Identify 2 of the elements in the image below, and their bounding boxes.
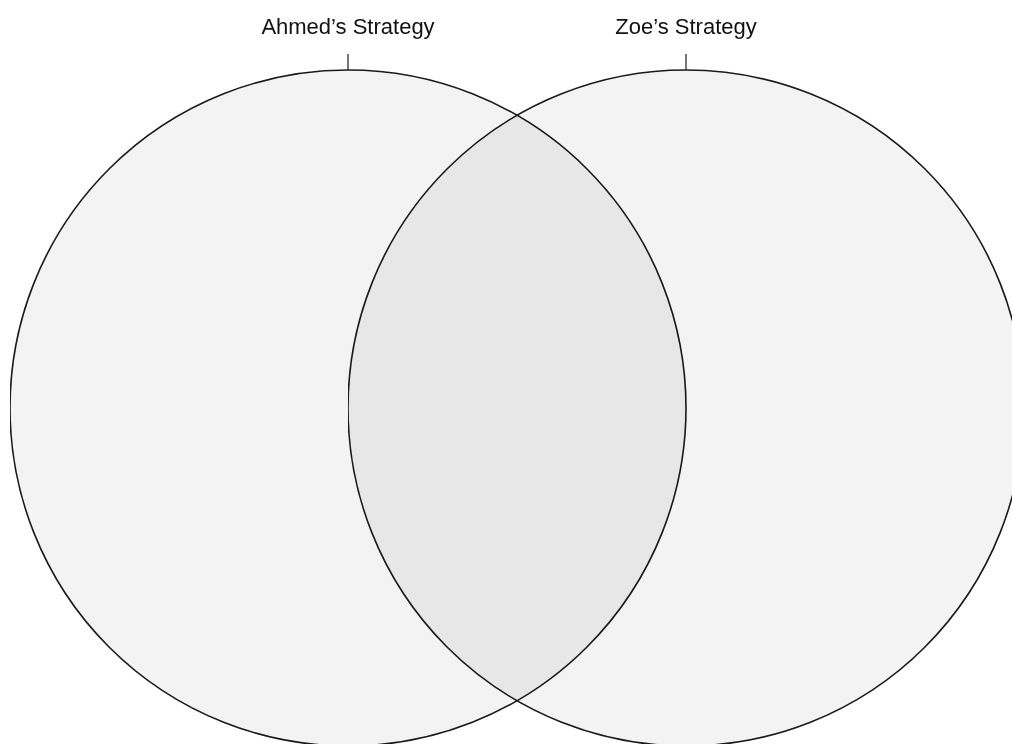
circle-title: Ahmed’s Strategy [261, 14, 435, 40]
circle-title: Zoe’s Strategy [615, 14, 757, 40]
